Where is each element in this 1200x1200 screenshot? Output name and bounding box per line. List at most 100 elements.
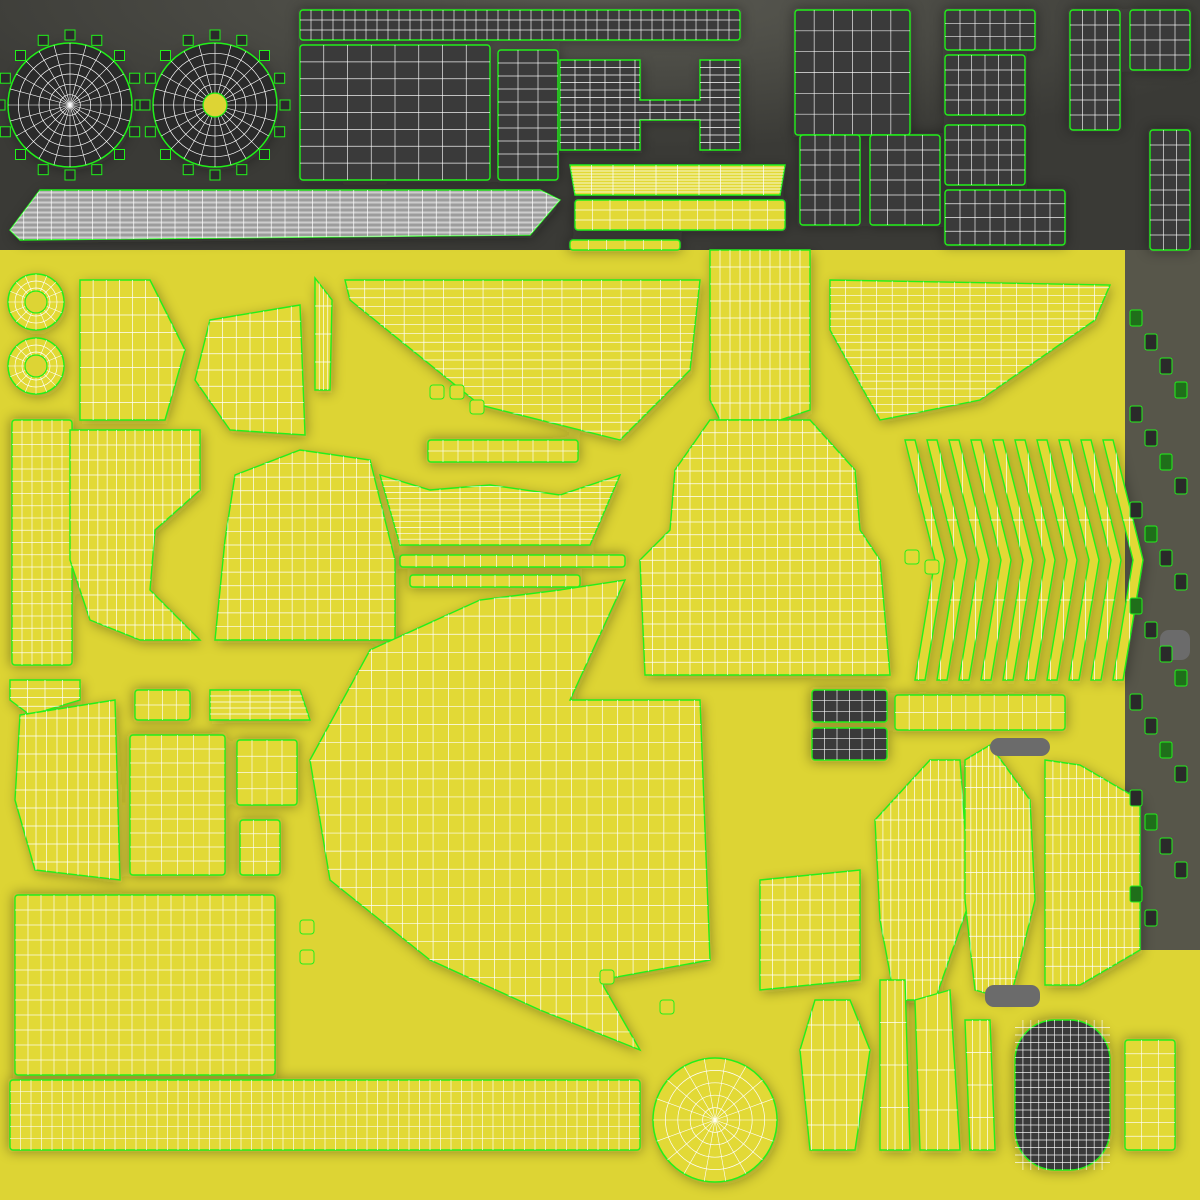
gear-tooth bbox=[91, 164, 103, 176]
ring-b bbox=[7, 337, 65, 395]
top-long-bar bbox=[299, 9, 741, 41]
small-uv-chip bbox=[1129, 693, 1143, 711]
tire-island bbox=[1014, 1019, 1111, 1171]
gear-wheel-left bbox=[7, 42, 133, 168]
panel-top-2 bbox=[944, 54, 1026, 116]
small-uv-chip bbox=[1129, 597, 1143, 615]
bottom-right-strip bbox=[1124, 1039, 1176, 1151]
small-uv-chip bbox=[1129, 309, 1143, 327]
panel-top-7 bbox=[1149, 129, 1191, 251]
gear-tooth bbox=[0, 126, 11, 138]
small-uv-chip bbox=[1129, 885, 1143, 903]
gear-tooth bbox=[236, 34, 248, 46]
panel-top-6 bbox=[1129, 9, 1191, 71]
upper-right-panel-a bbox=[794, 9, 911, 136]
gear-tooth bbox=[37, 34, 49, 46]
dark-panel-b bbox=[497, 49, 559, 181]
central-column bbox=[709, 249, 811, 421]
small-uv-chip bbox=[1129, 501, 1143, 519]
gear-tooth bbox=[144, 72, 156, 84]
bottom-mid-shard-b bbox=[879, 979, 911, 1151]
small-trap-d bbox=[209, 689, 311, 721]
small-uv-chip bbox=[1159, 741, 1173, 759]
small-uv-chip bbox=[1144, 333, 1158, 351]
gear-tooth bbox=[160, 50, 172, 62]
panel-top-3 bbox=[944, 124, 1026, 186]
small-uv-chip bbox=[1159, 645, 1173, 663]
small-uv-chip bbox=[1144, 717, 1158, 735]
gear-tooth bbox=[0, 99, 6, 111]
track-chain-strip bbox=[9, 189, 562, 241]
dark-mini-panel-b bbox=[811, 727, 888, 761]
small-uv-chip bbox=[1174, 669, 1188, 687]
gear-tooth bbox=[144, 126, 156, 138]
small-uv-chip bbox=[1174, 861, 1188, 879]
small-uv-chip bbox=[1174, 381, 1188, 399]
gear-tooth bbox=[139, 99, 151, 111]
thin-strip-1 bbox=[314, 275, 333, 391]
gear-tooth bbox=[236, 164, 248, 176]
gear-tooth bbox=[160, 148, 172, 160]
left-body-b bbox=[214, 449, 396, 641]
bottom-mid-shard-d bbox=[964, 1019, 996, 1151]
small-uv-chip bbox=[1159, 453, 1173, 471]
gear-tooth bbox=[274, 126, 286, 138]
bottom-mid-shard-c bbox=[914, 989, 961, 1151]
tiny-uv-piece bbox=[299, 919, 315, 935]
small-uv-chip bbox=[1144, 909, 1158, 927]
dark-uv-islands-group bbox=[0, 9, 1191, 1171]
gear-tooth bbox=[209, 169, 221, 181]
left-cap-shape bbox=[14, 699, 121, 881]
tiny-uv-piece bbox=[659, 999, 675, 1015]
small-uv-chip bbox=[1159, 837, 1173, 855]
chevron-base-rail bbox=[894, 694, 1066, 731]
gear-tooth bbox=[209, 29, 221, 41]
tiny-uv-piece bbox=[469, 399, 485, 415]
tiny-uv-piece bbox=[429, 384, 445, 400]
ring-a bbox=[7, 273, 65, 331]
small-uv-chip bbox=[1159, 357, 1173, 375]
top-rail-island bbox=[427, 439, 579, 463]
panel-left-1 bbox=[79, 279, 186, 421]
bottom-mid-shard-a bbox=[799, 999, 871, 1151]
square-e bbox=[236, 739, 298, 806]
small-uv-chip bbox=[1144, 429, 1158, 447]
rail-thin-2 bbox=[409, 574, 581, 588]
small-grid-c bbox=[134, 689, 191, 721]
upper-right-panel-c bbox=[869, 134, 941, 226]
left-lower-large bbox=[14, 894, 276, 1076]
small-uv-chip bbox=[1159, 549, 1173, 567]
h-bracket-island bbox=[559, 59, 741, 151]
bottom-long-bar bbox=[9, 1079, 641, 1151]
gear-tooth bbox=[182, 164, 194, 176]
left-grid-b bbox=[129, 734, 226, 876]
tiny-uv-piece bbox=[299, 949, 315, 965]
gear-tooth bbox=[129, 126, 141, 138]
gear-tooth bbox=[37, 164, 49, 176]
small-uv-chip bbox=[1174, 765, 1188, 783]
small-uv-chip bbox=[1174, 573, 1188, 591]
gear-tooth bbox=[15, 148, 27, 160]
square-f bbox=[239, 819, 281, 876]
saddle-island bbox=[378, 473, 622, 546]
small-uv-chip bbox=[1129, 789, 1143, 807]
panel-top-1 bbox=[944, 9, 1036, 51]
left-tall-a bbox=[11, 419, 73, 666]
wing-left-large bbox=[344, 279, 701, 441]
tiny-uv-piece bbox=[924, 559, 940, 575]
tiny-left-wedge bbox=[9, 679, 81, 716]
panel-left-2 bbox=[194, 304, 306, 436]
gear-tooth bbox=[274, 72, 286, 84]
small-uv-chip bbox=[1144, 621, 1158, 639]
gear-tooth bbox=[279, 99, 291, 111]
top-yellow-strip-c bbox=[569, 239, 681, 251]
shield-far-right bbox=[1044, 759, 1141, 986]
gear-tooth bbox=[15, 50, 27, 62]
bottom-disc bbox=[652, 1057, 778, 1183]
rail-thin-1 bbox=[399, 554, 626, 568]
gear-tooth bbox=[258, 50, 270, 62]
top-yellow-strip-a bbox=[569, 164, 786, 196]
tiny-uv-piece bbox=[449, 384, 465, 400]
small-uv-chip bbox=[1144, 525, 1158, 543]
